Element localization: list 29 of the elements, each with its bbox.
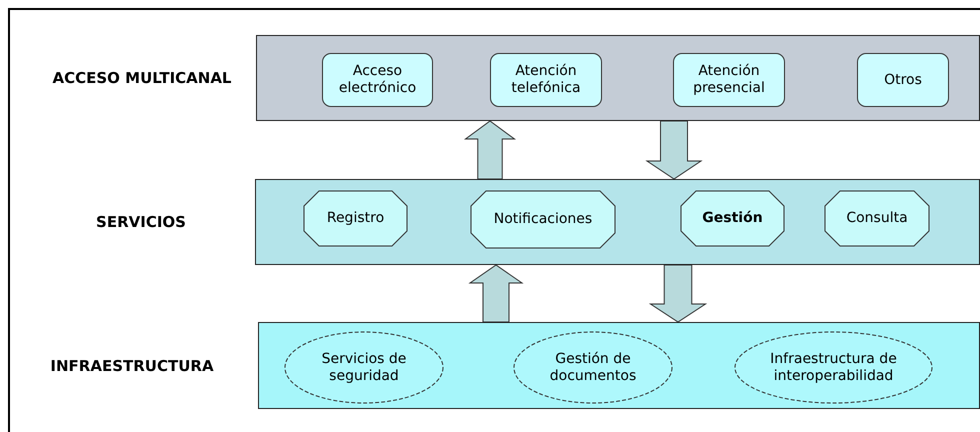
infrastructure-ellipse	[284, 331, 444, 404]
node-label: Consulta	[845, 210, 909, 227]
layer-heading: INFRAESTRUCTURA	[49, 356, 215, 374]
block-arrow	[468, 264, 524, 322]
node-label: Gestión	[701, 210, 764, 227]
service-octagon	[471, 191, 615, 248]
node-label: Acceso electrónico	[338, 63, 418, 97]
block-arrow	[648, 264, 708, 323]
service-octagon	[825, 191, 929, 246]
infrastructure-ellipse	[513, 331, 673, 404]
channel-box	[857, 53, 949, 107]
node-label: Infraestructura de interoperabilidad	[769, 350, 898, 384]
node-label: Atención telefónica	[510, 63, 582, 97]
node-label: Notificaciones	[492, 211, 594, 228]
channel-box	[490, 53, 602, 107]
node-label: Registro	[326, 210, 386, 227]
service-octagon	[681, 191, 784, 246]
node-label: Servicios de seguridad	[320, 350, 408, 384]
node-label: Otros	[883, 72, 923, 88]
channel-box	[322, 53, 433, 107]
layer-heading: ACCESO MULTICANAL	[52, 69, 232, 87]
infrastructure-ellipse	[734, 331, 933, 404]
block-arrow	[464, 120, 516, 180]
service-octagon	[304, 191, 407, 246]
node-label: Atención presencial	[692, 63, 766, 97]
channel-box	[673, 53, 785, 107]
node-label: Gestión de documentos	[548, 350, 638, 384]
block-arrow	[645, 120, 703, 180]
layer-heading: SERVICIOS	[95, 213, 187, 231]
